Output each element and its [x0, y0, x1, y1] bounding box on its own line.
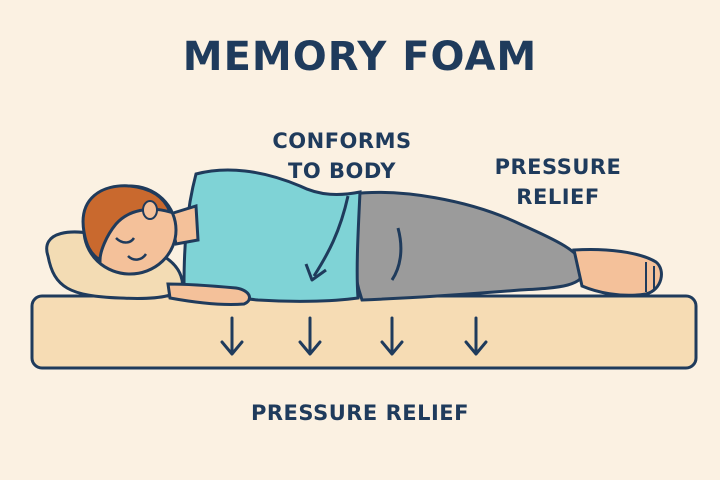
pressure-relief-side-line-1: PRESSURE	[494, 155, 622, 179]
down-arrow-icon	[220, 316, 244, 356]
pressure-relief-side-line-2: RELIEF	[516, 185, 600, 209]
conforms-label-line-2: TO BODY	[288, 159, 396, 183]
down-arrow-icon	[298, 316, 322, 356]
knee-fold	[390, 227, 403, 281]
diagram-title: MEMORY FOAM	[182, 34, 538, 80]
pants	[348, 191, 586, 302]
arm	[166, 282, 252, 307]
pressure-relief-bottom-label: PRESSURE RELIEF	[251, 401, 469, 425]
curved-arrow-icon	[312, 195, 350, 277]
conforms-label-line-1: CONFORMS	[272, 129, 412, 153]
down-arrow-icon	[464, 316, 488, 356]
mattress	[30, 294, 698, 370]
feet	[572, 248, 663, 297]
shirt	[182, 168, 362, 303]
down-arrow-icon	[380, 316, 404, 356]
pressure-relief-side-label: PRESSURE RELIEF	[488, 152, 628, 212]
conforms-label: CONFORMS TO BODY	[262, 126, 422, 186]
